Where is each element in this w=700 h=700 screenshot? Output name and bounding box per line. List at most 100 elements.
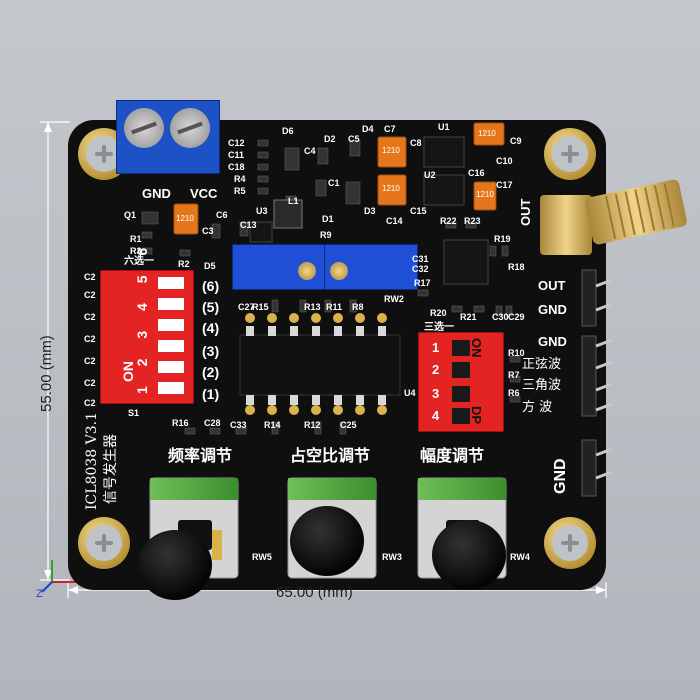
range-label-1: (1) <box>202 386 220 402</box>
ref-r2: R2 <box>178 259 190 269</box>
s1-title: 六选一 <box>124 256 154 267</box>
orange-caps <box>173 122 505 235</box>
range-label-6: (6) <box>202 278 220 294</box>
ref-c29: C29 <box>508 312 525 322</box>
ref-c27: C27 <box>238 302 255 312</box>
height-dimension-label: 55.00 (mm) <box>38 335 55 412</box>
ref-c25: C25 <box>340 420 357 430</box>
ref-c30: C30 <box>492 312 509 322</box>
ref-r14: R14 <box>264 420 281 430</box>
ref-c33: C33 <box>230 420 247 430</box>
ref-rw2: RW2 <box>384 294 404 304</box>
icl8038-ic-body <box>239 334 401 396</box>
ref-r1: R1 <box>130 234 142 244</box>
waveform-square-label: 方 波 <box>522 400 553 415</box>
ref-c15: C15 <box>410 206 427 216</box>
ref-c17: C17 <box>496 180 513 190</box>
ref-u1: U1 <box>438 122 450 132</box>
ref-c13: C13 <box>240 220 257 230</box>
ref-r19: R19 <box>494 234 511 244</box>
dip-s1-toggle-1[interactable] <box>158 382 184 394</box>
waveform-sine-label: 正弦波 <box>522 357 562 372</box>
inductor-l1 <box>273 199 303 229</box>
trimmer-adjust-icon[interactable] <box>298 262 316 280</box>
ref-c1: C1 <box>328 178 340 188</box>
gnd-header-label-3: GND <box>552 458 569 494</box>
ic-pads <box>245 313 387 415</box>
frequency-knob[interactable] <box>138 530 212 600</box>
ref-c18: C18 <box>228 162 245 172</box>
ref-c8: C8 <box>410 138 422 148</box>
ref-r8: R8 <box>352 302 364 312</box>
ref-r16: R16 <box>172 418 189 428</box>
chip-mark-1210: 1210 <box>382 184 400 193</box>
u1-body <box>423 136 465 168</box>
ref-c11: C11 <box>228 150 245 160</box>
dip-s1-toggle-5[interactable] <box>158 298 184 310</box>
gnd-header-label: GND <box>538 302 567 317</box>
s2-number-3: 3 <box>432 386 440 401</box>
ref-rw4: RW4 <box>510 552 530 562</box>
dip-s1-toggle-6[interactable] <box>158 277 184 289</box>
ref-r20: R20 <box>430 308 447 318</box>
ref-s1-cap: C2 <box>84 356 96 366</box>
s2-number-2: 2 <box>432 362 440 377</box>
chip-mark-1210: 1210 <box>476 190 494 199</box>
ref-d5: D5 <box>204 261 216 271</box>
ref-c3: C3 <box>202 226 214 236</box>
range-label-3: (3) <box>202 343 220 359</box>
dip-s2-toggle-3[interactable] <box>452 386 470 402</box>
sma-connector-graphic <box>540 179 687 255</box>
sma-out-label: OUT <box>518 198 533 226</box>
ref-r23: R23 <box>464 216 481 226</box>
ref-r12: R12 <box>304 420 321 430</box>
board-name-label: ICL8038 V3.1 <box>84 412 100 510</box>
ref-rw5: RW5 <box>252 552 272 562</box>
dip-s2-toggle-4[interactable] <box>452 408 470 424</box>
s2-on-label: ON <box>469 338 484 358</box>
ref-c12: C12 <box>228 138 245 148</box>
ref-r4: R4 <box>234 174 246 184</box>
amplitude-knob[interactable] <box>432 520 506 590</box>
pin-headers <box>581 269 597 497</box>
ref-u4: U4 <box>404 388 416 398</box>
ref-r22: R22 <box>440 216 457 226</box>
ref-q1: Q1 <box>124 210 137 220</box>
gnd-label: GND <box>142 186 171 201</box>
ref-d1: D1 <box>322 214 334 224</box>
ref-d3: D3 <box>364 206 376 216</box>
duty-cycle-knob[interactable] <box>290 506 364 576</box>
amplitude-adjust-label: 幅度调节 <box>420 446 485 465</box>
dip-s2-toggle-1[interactable] <box>452 340 470 356</box>
dip-switch-s1[interactable] <box>100 270 194 404</box>
ref-c28: C28 <box>204 418 221 428</box>
gnd-header-label-2: GND <box>538 334 567 349</box>
dip-s1-toggle-4[interactable] <box>158 319 184 331</box>
chip-mark-1210: 1210 <box>478 129 496 138</box>
ref-r3: R3 <box>130 246 142 256</box>
ref-r10: R10 <box>508 348 525 358</box>
ref-s1-cap: C2 <box>84 378 96 388</box>
z-axis-label: Z <box>36 588 43 600</box>
ref-u3: U3 <box>256 206 268 216</box>
ref-c2: C2 <box>84 272 96 282</box>
trimmer-adjust-icon[interactable] <box>330 262 348 280</box>
dip-s1-toggle-2[interactable] <box>158 361 184 373</box>
ref-r5: R5 <box>234 186 246 196</box>
width-dimension-label: 65.00 (mm) <box>276 584 353 601</box>
screw-crosses <box>95 145 579 552</box>
ref-u2: U2 <box>424 170 436 180</box>
ref-c5: C5 <box>348 134 360 144</box>
s2-number-1: 1 <box>432 340 440 355</box>
dip-s1-toggle-3[interactable] <box>158 340 184 352</box>
ref-d4: D4 <box>362 124 374 134</box>
s2-title: 三选一 <box>424 322 454 333</box>
ref-s1-cap: C2 <box>84 334 96 344</box>
ref-c10: C10 <box>496 156 513 166</box>
vcc-label: VCC <box>190 186 218 201</box>
s2-number-4: 4 <box>432 408 440 423</box>
dip-s2-toggle-2[interactable] <box>452 362 470 378</box>
ref-d2: D2 <box>324 134 336 144</box>
ref-c6: C6 <box>216 210 228 220</box>
